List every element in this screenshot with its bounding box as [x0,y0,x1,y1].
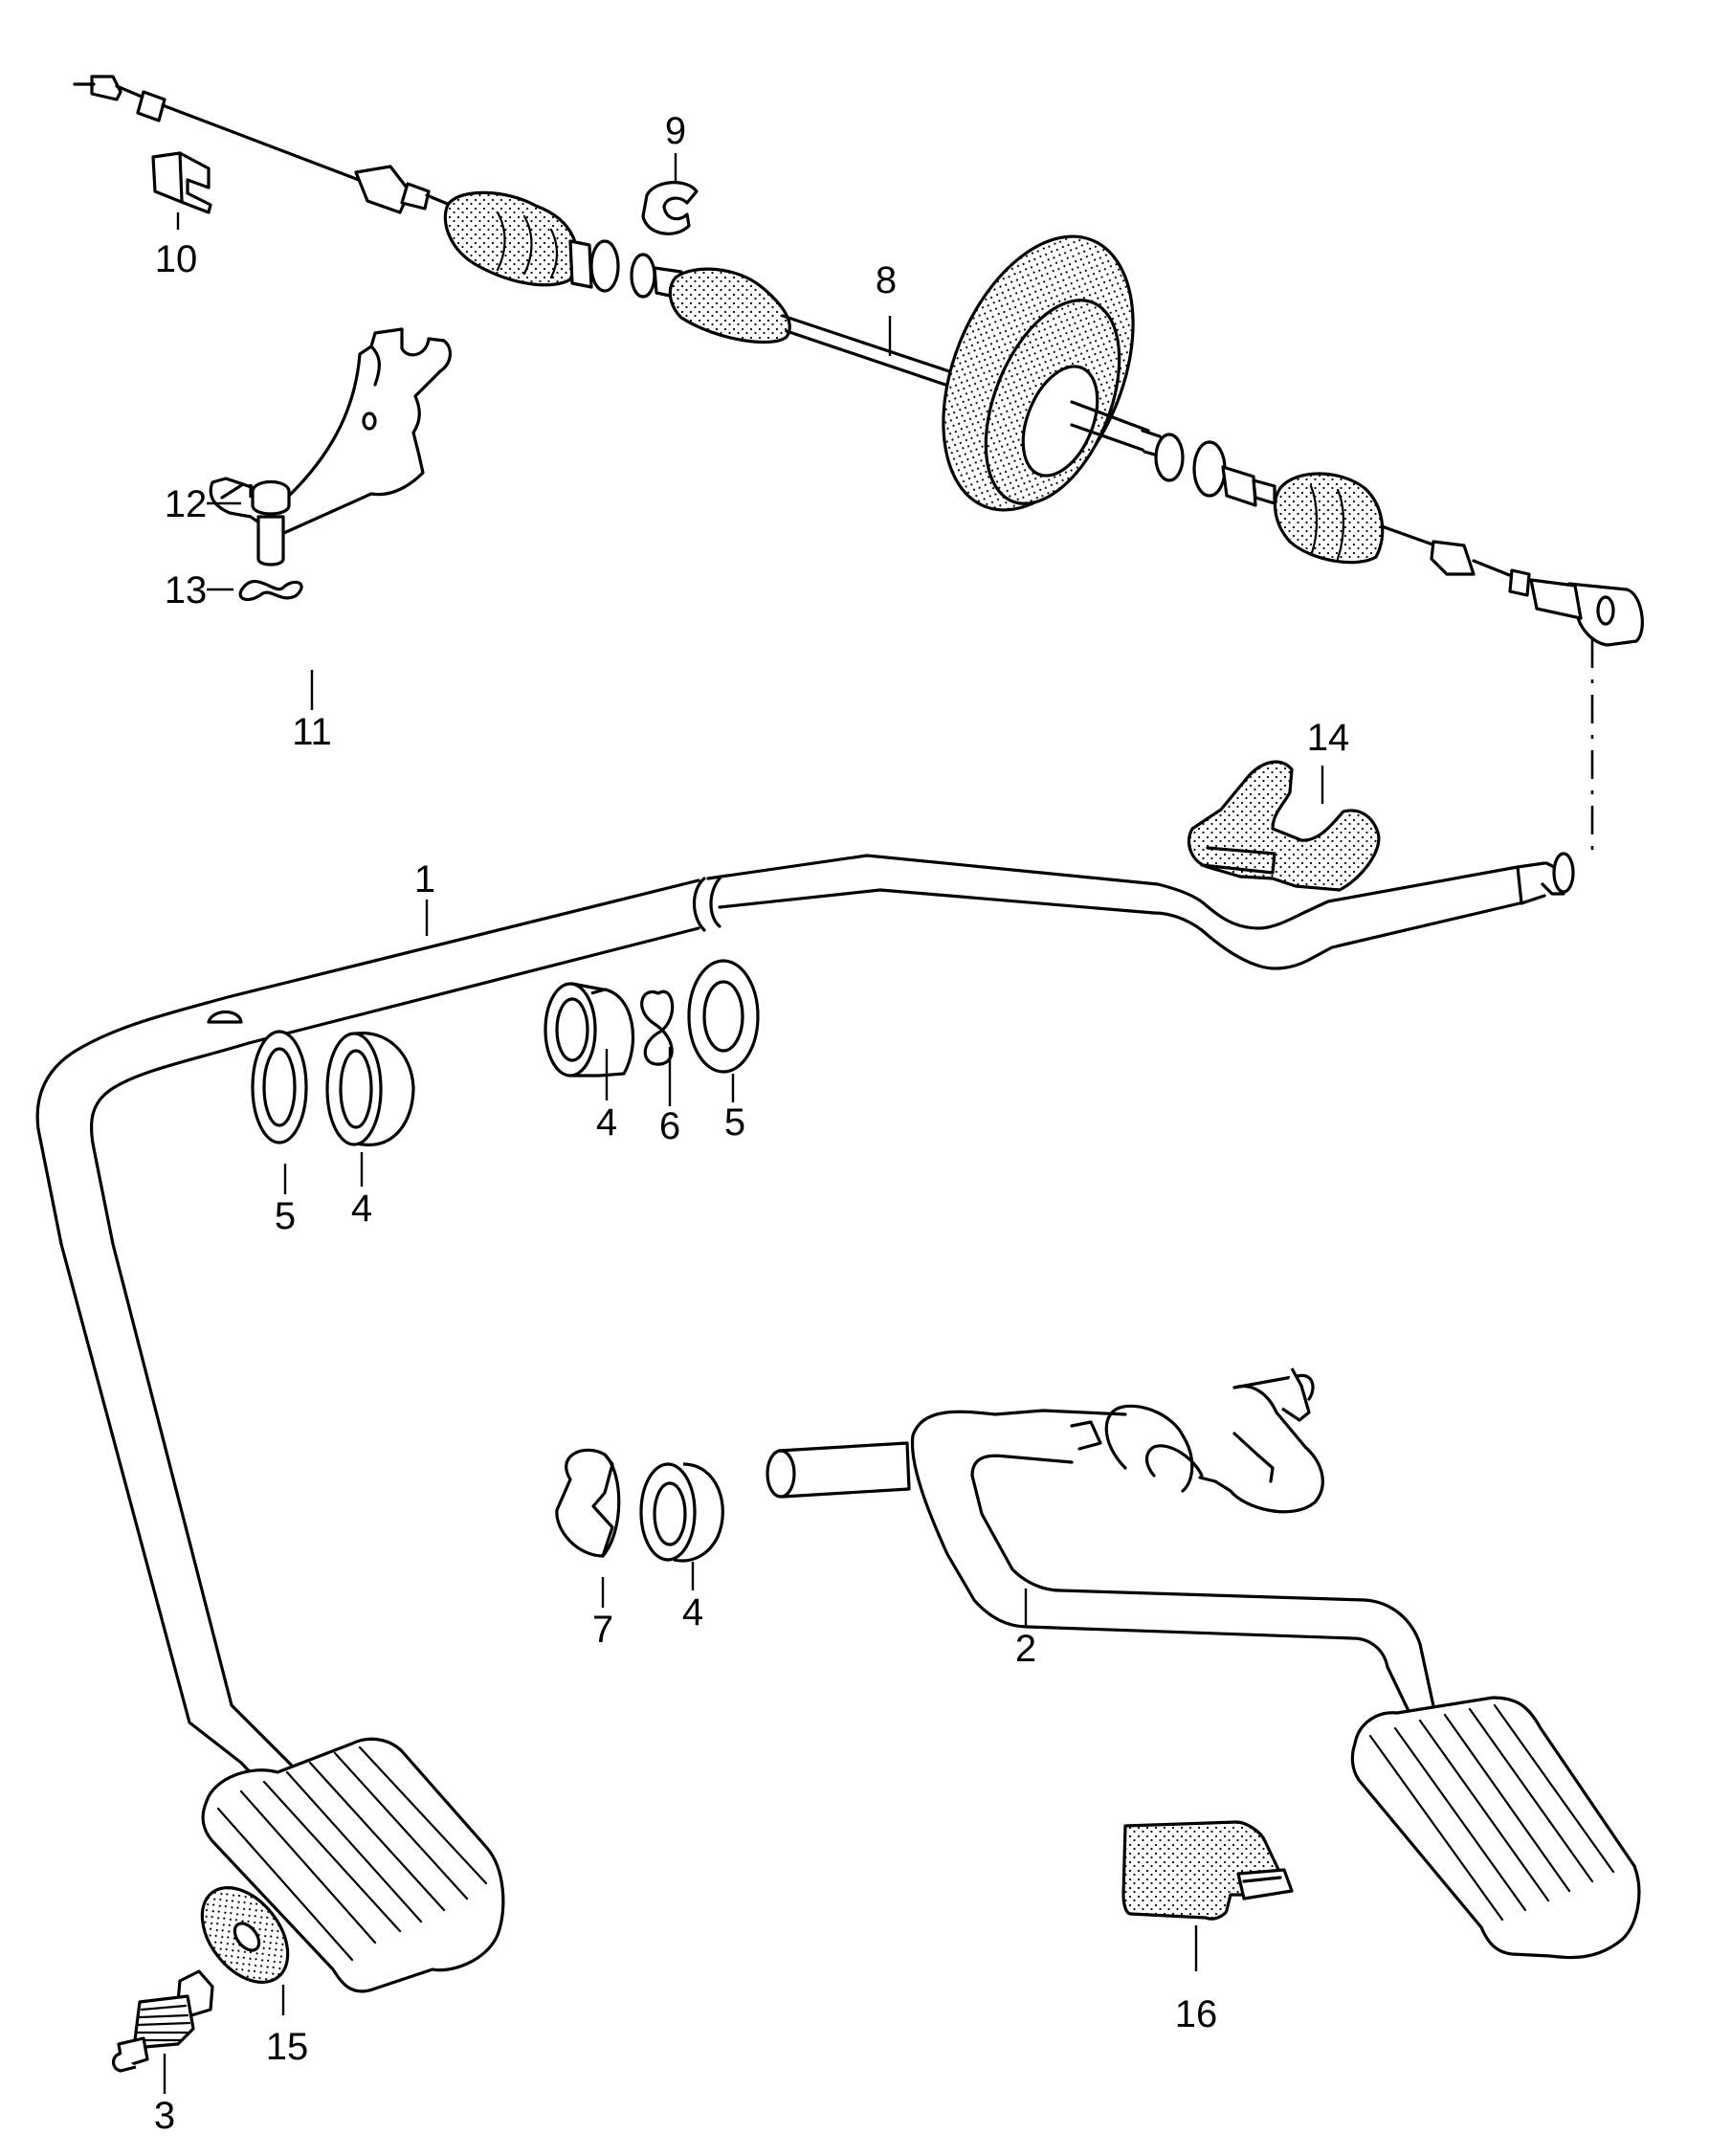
callout-12: 12 [165,483,208,525]
callout-7: 7 [592,1609,613,1651]
callout-5a: 5 [275,1195,296,1237]
bracket-part-11 [209,327,452,538]
clip-part-10 [151,151,212,214]
callout-11: 11 [292,711,332,753]
bushing-4-left [325,1031,415,1146]
bushing-4-middle [544,982,635,1078]
callout-6: 6 [659,1105,680,1147]
callout-10: 10 [155,238,198,280]
adjuster-screw-part-3 [111,1969,214,2073]
accelerator-cable [73,75,1644,647]
clip-7 [555,1448,621,1558]
callout-16: 16 [1175,1993,1218,2035]
clutch-pedal-part-1 [35,852,1575,1993]
callout-9: 9 [665,110,686,152]
cable-clip-part-9 [641,181,699,235]
pad-part-16 [1121,1820,1294,1921]
callout-labels: 1 2 3 4 4 4 5 5 6 7 8 9 10 11 12 13 14 1… [154,110,1349,2137]
bushing-4-bottom [639,1462,724,1563]
callout-4b: 4 [596,1101,617,1144]
leader-lines [163,153,1324,2094]
callout-4c: 4 [682,1591,703,1634]
callout-4a: 4 [351,1188,372,1230]
brake-pedal-part-2 [766,1367,1641,1960]
bushing-5-right [687,959,760,1074]
pad-part-14 [1187,760,1381,892]
bolt-part-12 [249,480,291,567]
bushing-5-left [251,1030,308,1145]
callout-2: 2 [1015,1628,1036,1670]
callout-5b: 5 [724,1101,745,1144]
callout-3: 3 [154,2095,175,2137]
callout-14: 14 [1307,717,1350,759]
callout-8: 8 [876,259,897,301]
callout-15: 15 [266,2026,309,2068]
callout-13: 13 [165,569,208,611]
washer-6 [640,989,675,1066]
washer-part-13 [238,579,303,601]
washer-part-15 [200,1886,290,1984]
callout-1: 1 [414,858,435,900]
